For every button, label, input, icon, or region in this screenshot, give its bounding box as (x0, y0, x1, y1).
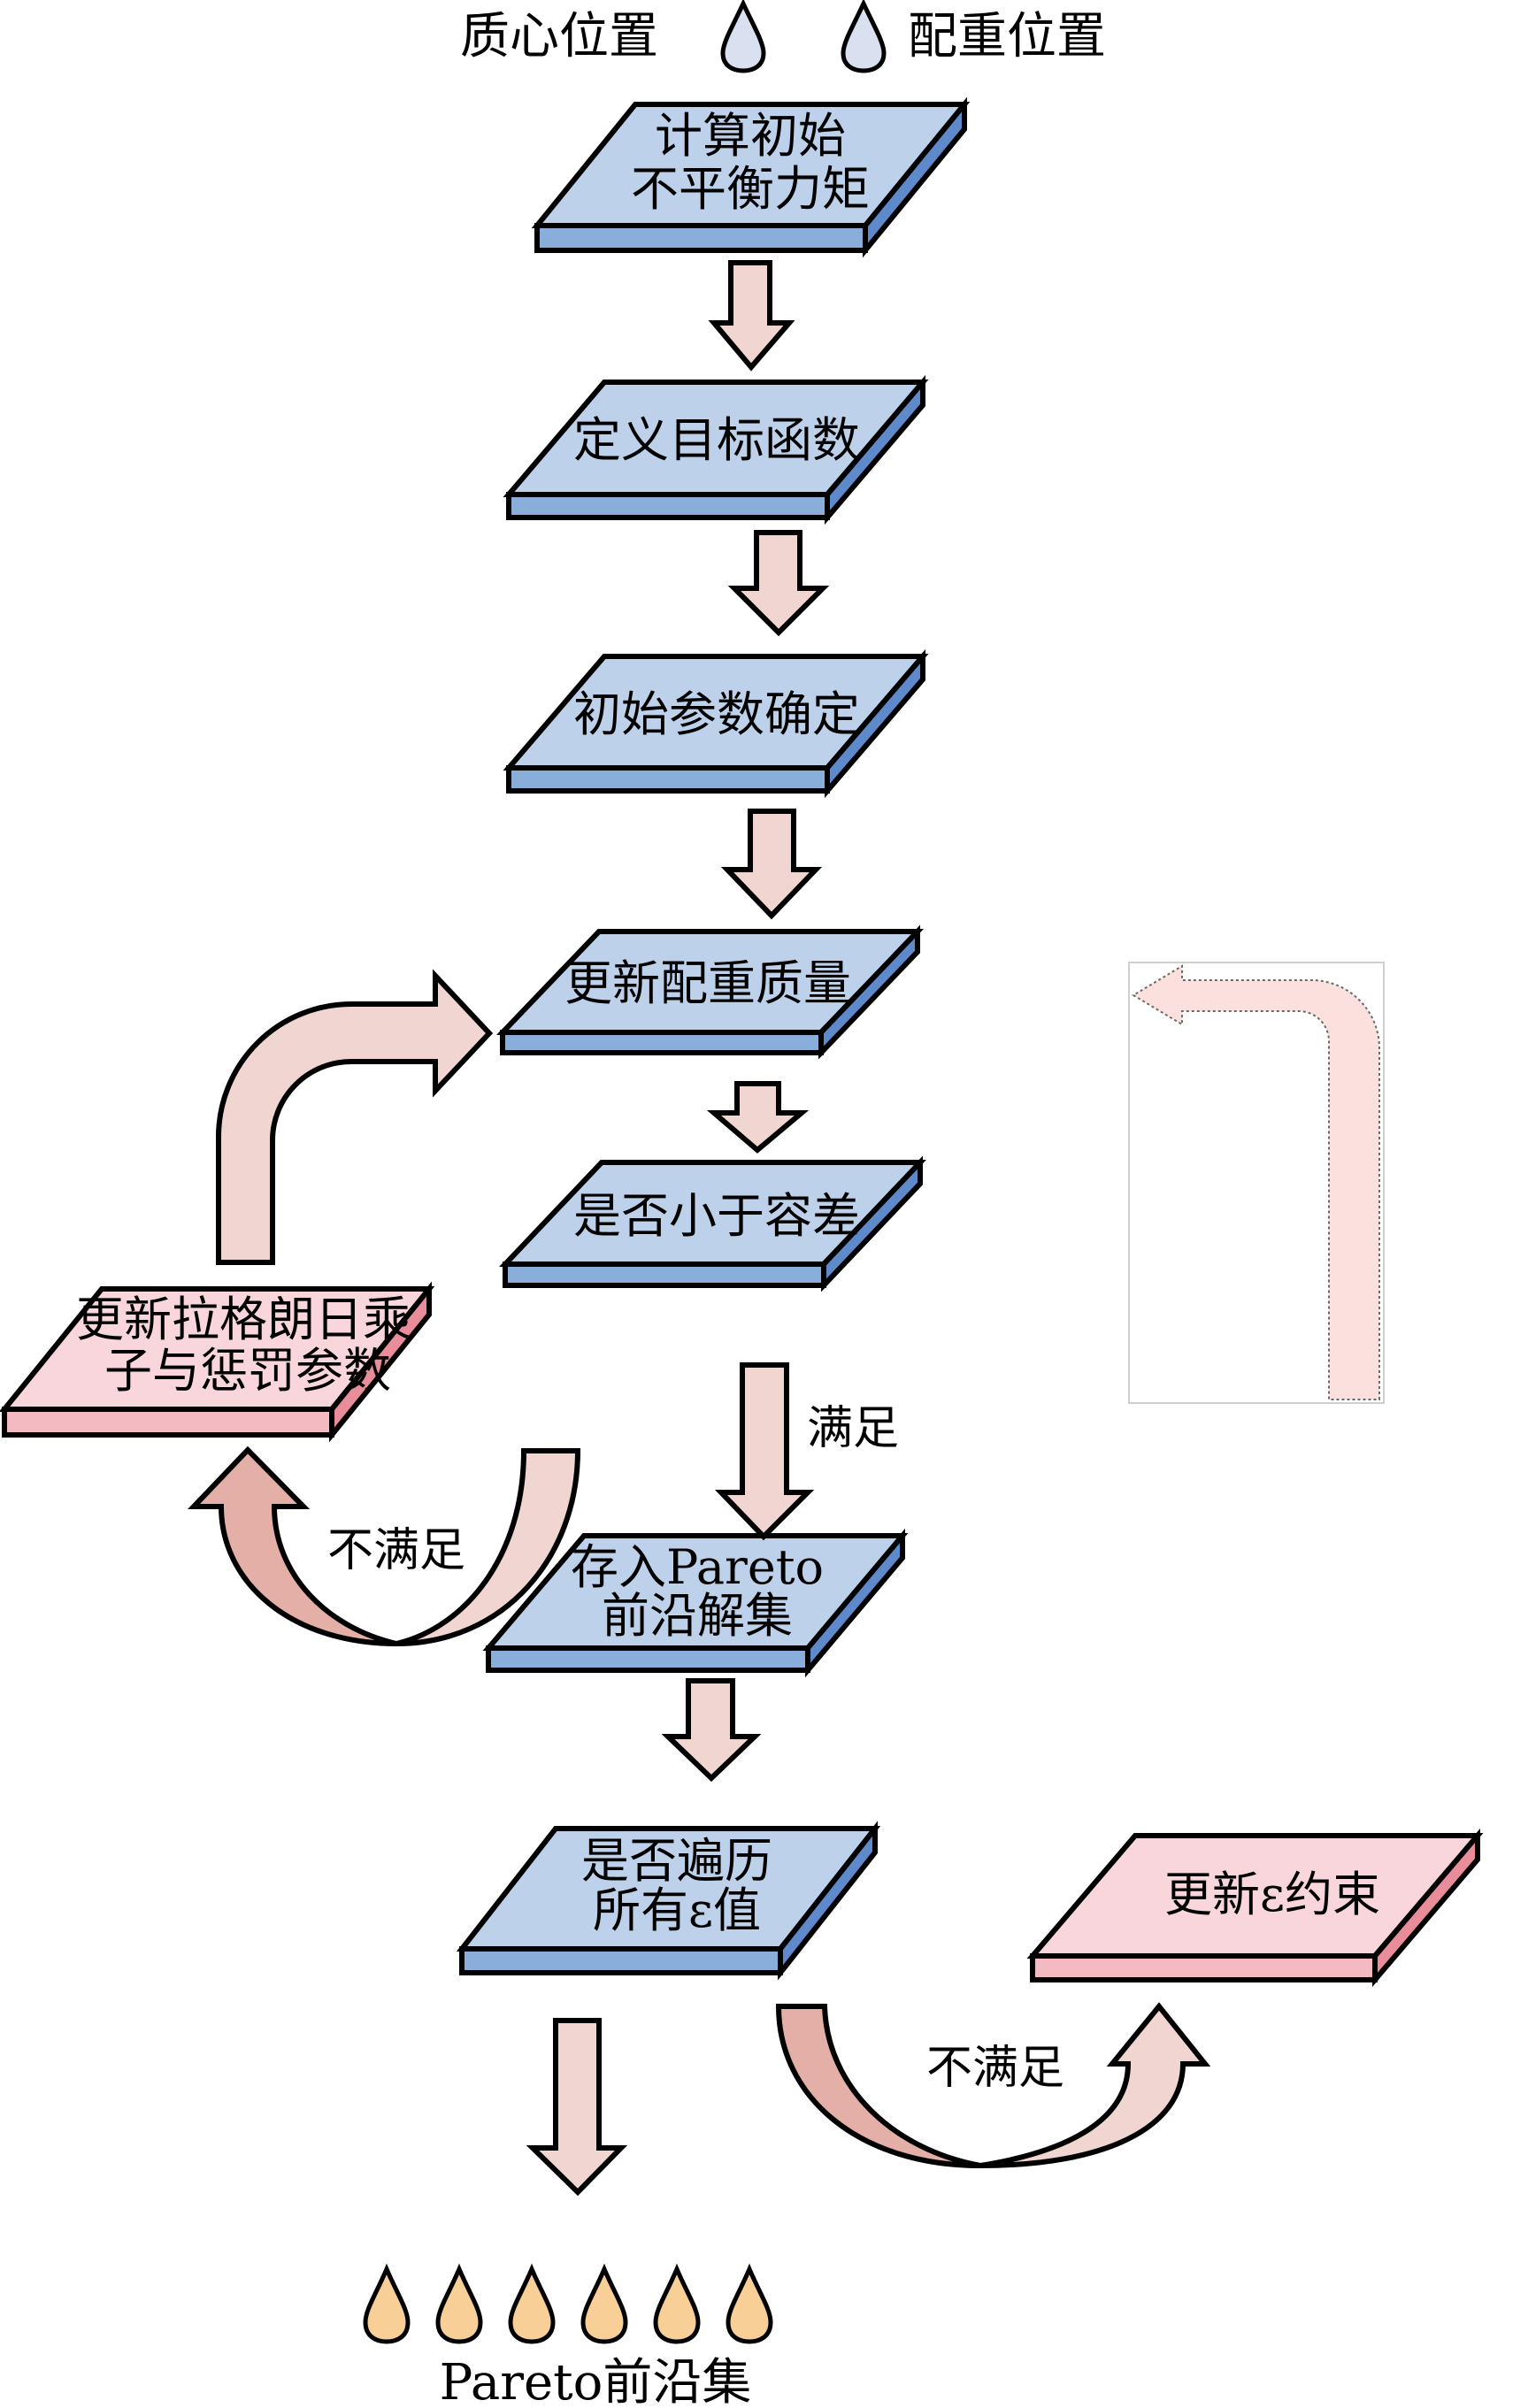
step-label-line-1: 存入Pareto (571, 1539, 824, 1595)
step-define-objective[interactable]: 定义目标函数 (503, 374, 929, 525)
pareto-solution-drop-icon (726, 2263, 773, 2344)
step-label-line-2: 前沿解集 (602, 1588, 793, 1644)
pareto-set-label: Pareto前沿集 (440, 2354, 752, 2408)
step-init-params[interactable]: 初始参数确定 (503, 648, 929, 799)
edge-label-not-satisfied-left: 不满足 (327, 1524, 465, 1577)
arrow-down-final-icon (526, 2018, 628, 2197)
bent-arrow-left-icon (1132, 964, 1380, 1400)
step-label: 是否小于容差 (573, 1188, 860, 1244)
step-label: 初始参数确定 (573, 686, 860, 742)
step-store-pareto[interactable]: 存入Pareto 前沿解集 (482, 1528, 909, 1678)
bent-arrow-right-icon (216, 969, 494, 1265)
pareto-drops (363, 2263, 773, 2344)
step-update-epsilon[interactable]: 更新ε约束 (1026, 1828, 1484, 1988)
u-arrow-head-icon (979, 2002, 1211, 2168)
arrow-down-icon (714, 1362, 815, 1541)
loop-back-arrow (1128, 962, 1385, 1404)
legend: 质心位置 配重位置 (460, 0, 1106, 73)
pareto-solution-drop-icon (653, 2263, 701, 2344)
step-compute-initial-torque[interactable]: 计算初始 不平衡力矩 (531, 96, 971, 258)
counterweight-drop-icon (841, 0, 887, 73)
step-check-tolerance[interactable]: 是否小于容差 (499, 1155, 926, 1292)
edge-label-not-satisfied-right: 不满足 (926, 2042, 1064, 2095)
step-label: 更新配重质量 (564, 955, 851, 1011)
pareto-solution-drop-icon (435, 2263, 483, 2344)
down-arrows (526, 260, 830, 2197)
arrow-down-icon (706, 1081, 810, 1154)
centroid-drop-icon (720, 0, 766, 73)
step-label-line-2: 所有ε值 (593, 1883, 761, 1938)
step-label: 更新ε约束 (1164, 1867, 1380, 1922)
arrow-down-icon (727, 530, 830, 637)
step-label-line-1: 是否遍历 (581, 1833, 772, 1889)
legend-centroid-label: 质心位置 (460, 8, 658, 65)
legend-counterweight-label: 配重位置 (908, 8, 1106, 65)
step-label: 定义目标函数 (573, 412, 860, 468)
arrow-down-icon (720, 809, 823, 920)
arrow-down-icon (661, 1678, 762, 1783)
u-arrow-head-icon (187, 1446, 397, 1646)
pareto-solution-drop-icon (508, 2263, 556, 2344)
arrow-down-icon (708, 260, 795, 372)
u-arrow-tail-icon (395, 1448, 581, 1646)
u-arrow-right: 不满足 (775, 2002, 1211, 2168)
step-label-line-2: 子与惩罚参数 (104, 1343, 391, 1399)
step-label-line-1: 更新拉格朗日乘 (76, 1292, 411, 1347)
step-update-lagrange[interactable]: 更新拉格朗日乘 子与惩罚参数 (0, 1281, 435, 1443)
step-label-line-2: 不平衡力矩 (631, 161, 870, 217)
step-check-all-epsilon[interactable]: 是否遍历 所有ε值 (456, 1821, 881, 1981)
step-label-line-1: 计算初始 (655, 108, 846, 164)
step-update-counterweight[interactable]: 更新配重质量 (495, 924, 925, 1060)
u-arrow-left: 不满足 (187, 1446, 581, 1646)
pareto-solution-drop-icon (363, 2263, 411, 2344)
edge-label-satisfied: 满足 (807, 1402, 899, 1455)
pareto-solution-drop-icon (580, 2263, 628, 2344)
